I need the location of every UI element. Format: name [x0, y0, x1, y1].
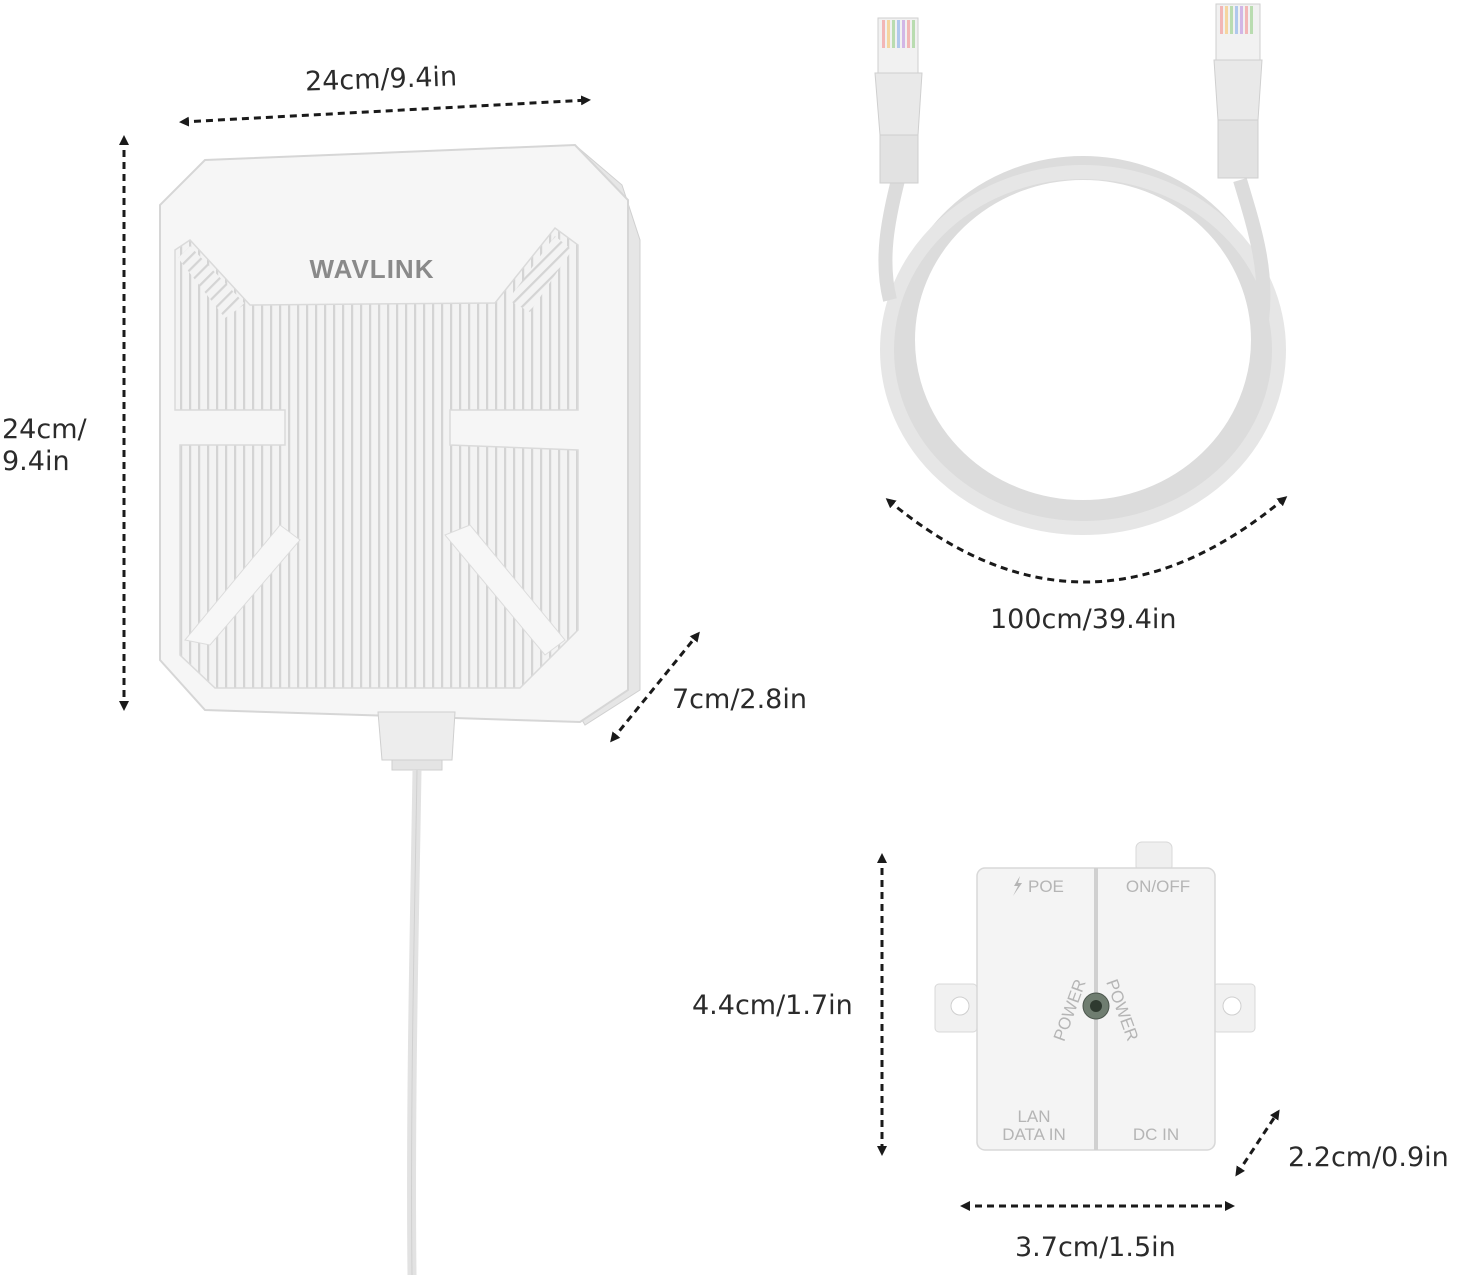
data-in-label: DATA IN: [1002, 1125, 1066, 1144]
lan-label: LAN: [1017, 1107, 1050, 1126]
poe-injector: POE ON/OFF LAN DATA IN DC IN POWER POWER: [934, 841, 1256, 1151]
router-height-label-line1: 24cm/: [2, 414, 87, 445]
router-brand-logo: WAVLINK: [310, 254, 435, 284]
router-height-label-line2: 9.4in: [2, 446, 70, 477]
poe-label: POE: [1028, 877, 1064, 896]
router-width-label: 24cm/9.4in: [304, 61, 458, 98]
injector-height-label: 4.4cm/1.7in: [692, 990, 853, 1021]
right-plug-pins: [1220, 6, 1253, 34]
ethernet-cable: [874, 3, 1286, 535]
injector-width-label: 3.7cm/1.5in: [1015, 1232, 1176, 1263]
injector-depth-label: 2.2cm/0.9in: [1288, 1142, 1449, 1173]
on-off-label: ON/OFF: [1126, 877, 1190, 896]
left-plug-pins: [882, 20, 915, 48]
injector-depth-arrow: [1235, 1109, 1280, 1177]
router-device: WAVLINK: [159, 143, 641, 1275]
router-width-arrow: [179, 95, 591, 127]
router-depth-label: 7cm/2.8in: [672, 684, 807, 715]
dc-in-label: DC IN: [1133, 1125, 1179, 1144]
cable-length-arrow: [885, 496, 1288, 584]
router-depth-arrow: [610, 631, 700, 743]
cable-length-label: 100cm/39.4in: [990, 604, 1177, 635]
